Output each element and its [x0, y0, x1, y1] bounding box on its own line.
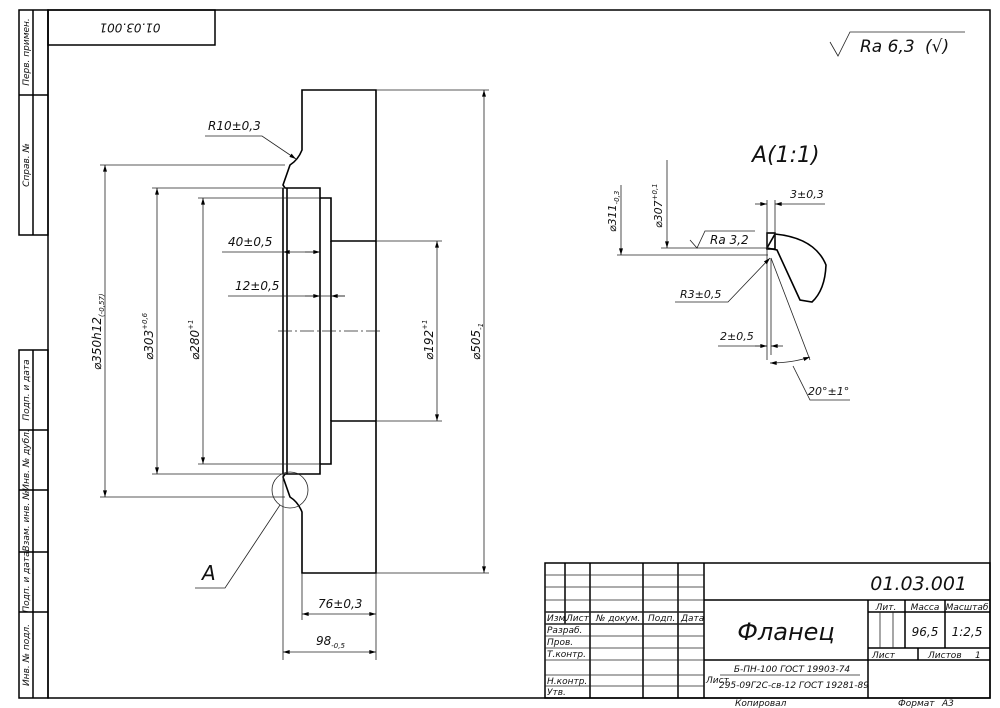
roughness-suffix: (√): [925, 37, 949, 57]
copied-label: Копировал: [735, 699, 787, 708]
dim-2: 2±0,5: [720, 330, 754, 343]
sheets-label: Листов: [927, 651, 962, 661]
stamp-code: 01.03.001: [99, 21, 160, 35]
material-bottom: 295-09Г2С-св-12 ГОСТ 19281-89: [719, 681, 869, 691]
role: Пров.: [547, 638, 573, 648]
mass-value: 96,5: [912, 625, 939, 639]
dim-d307: ⌀307+0,1: [651, 183, 665, 228]
sheets-value: 1: [975, 651, 981, 661]
mass-label: Масса: [911, 603, 940, 613]
scale-value: 1:2,5: [952, 625, 983, 639]
material-prefix: Лист: [705, 676, 730, 686]
role: Н.контр.: [547, 677, 587, 687]
role: Т.контр.: [547, 650, 586, 660]
dim-d192: ⌀192+1: [421, 320, 436, 360]
dim-3: 3±0,3: [790, 188, 824, 201]
strip-label: Подп. и дата: [22, 359, 32, 420]
dim-76: 76±0,3: [318, 597, 362, 611]
dim-12: 12±0,5: [235, 279, 279, 293]
strip-label: Инв. № подл.: [22, 624, 32, 686]
format-label: Формат: [898, 699, 935, 708]
dim-40: 40±0,5: [228, 235, 272, 249]
part-name: Фланец: [737, 618, 835, 646]
general-roughness: Ra 6,3 (√): [829, 31, 965, 57]
lit-label: Лит.: [875, 603, 897, 613]
side-strip: Перв. примен. Справ. № Подп. и дата Инв.…: [18, 9, 49, 699]
dim-angle: 20°±1°: [808, 385, 849, 398]
detail-mark: A: [200, 561, 216, 585]
title-block: Изм. Лист № докум. Подп. Дата Разраб. Пр…: [544, 562, 991, 708]
dim-d280: ⌀280+1: [187, 320, 202, 360]
strip-label: Инв. № дубл.: [22, 429, 32, 491]
designation: 01.03.001: [870, 573, 967, 595]
dim-d505: ⌀505-1: [469, 323, 485, 360]
dim-98: 98-0,5: [316, 634, 345, 650]
format-value: А3: [941, 699, 954, 708]
detail-title: A(1:1): [750, 143, 820, 168]
header-list: Лист: [565, 614, 590, 624]
detail-roughness: Ra 3,2: [710, 233, 749, 247]
header-doc: № докум.: [595, 614, 640, 624]
header-sign: Подп.: [648, 614, 675, 624]
header-date: Дата: [680, 614, 704, 624]
dim-r10: R10±0,3: [208, 119, 261, 133]
dim-r3: R3±0,5: [680, 288, 721, 301]
sheet-label: Лист: [871, 651, 896, 661]
detail-circle: [271, 471, 309, 509]
roughness-value: Ra 6,3: [860, 37, 915, 57]
material-top: Б-ПН-100 ГОСТ 19903-74: [734, 665, 851, 675]
strip-label: Взам. инв. №: [22, 490, 32, 551]
strip-label: Справ. №: [22, 143, 32, 187]
dim-d350: ⌀350h12(-0,57): [90, 293, 106, 370]
role: Утв.: [547, 688, 566, 698]
main-dimensions: ⌀350h12(-0,57) ⌀303+0,6 ⌀280+1 ⌀192+1 ⌀5…: [90, 89, 489, 660]
header-izm: Изм.: [547, 614, 568, 624]
strip-label: Перв. примен.: [22, 18, 32, 86]
dim-d311: ⌀311-0,3: [606, 191, 621, 232]
role: Разраб.: [547, 626, 582, 636]
flange-section: [278, 89, 382, 574]
dim-d303: ⌀303+0,6: [141, 312, 156, 360]
scale-label: Масштаб: [946, 603, 989, 613]
strip-label: Подп. и дата: [22, 551, 32, 612]
detail-view-a: A(1:1) ⌀311-0,3 ⌀307+0,1 Ra 3,2 3±0,3 R3…: [606, 143, 850, 401]
top-stamp: 01.03.001: [47, 9, 216, 46]
